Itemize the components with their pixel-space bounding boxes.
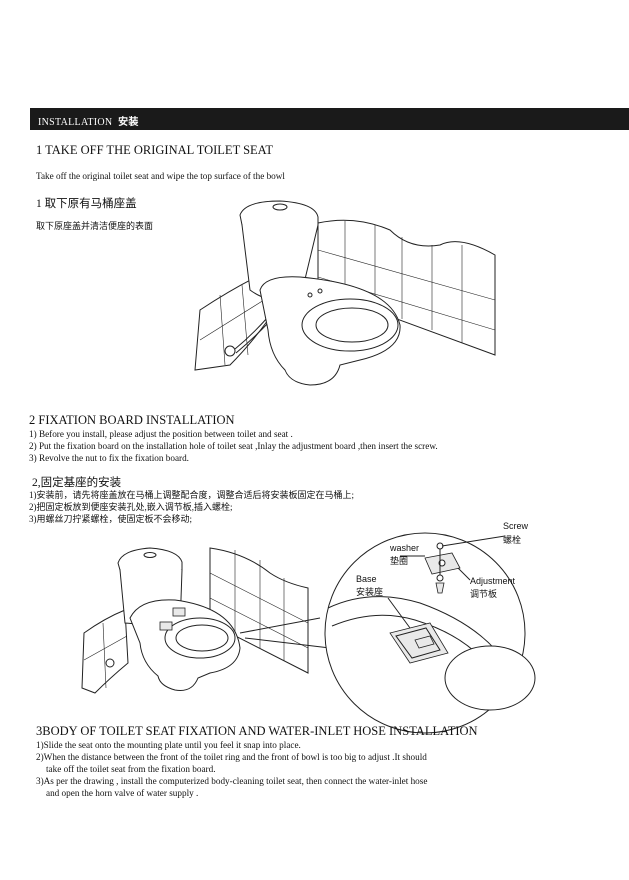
toilet-removal-illustration bbox=[194, 200, 496, 386]
section2-step-3-cn: 3)用螺丝刀拧紧螺栓，使固定板不会移动; bbox=[29, 514, 192, 524]
label-adjustment-en: Adjustment bbox=[470, 576, 516, 586]
section1-text-en: Take off the original toilet seat and wi… bbox=[36, 171, 285, 181]
label-adjustment-cn: 调节板 bbox=[470, 589, 498, 599]
section3-step-1-en: 1)Slide the seat onto the mounting plate… bbox=[36, 740, 301, 750]
section3-step-3-en: 3)As per the drawing , install the compu… bbox=[36, 776, 428, 786]
label-screw-cn: 螺栓 bbox=[503, 535, 522, 545]
header-title-en: INSTALLATION bbox=[38, 117, 113, 128]
section2-step-1-cn: 1)安装前，请先将座盖放在马桶上调整配合度，调整合适后将安装板固定在马桶上; bbox=[29, 490, 354, 500]
section2-heading-cn: 2,固定基座的安装 bbox=[32, 477, 122, 489]
section3-step-2-cont-en: take off the toilet seat from the fixati… bbox=[46, 764, 216, 774]
label-base-cn: 安装座 bbox=[356, 587, 384, 597]
section1-heading-cn: 1 取下原有马桶座盖 bbox=[36, 198, 137, 210]
header-title-cn: 安装 bbox=[118, 117, 139, 128]
label-base-en: Base bbox=[356, 574, 377, 584]
section-header-bar bbox=[30, 108, 629, 130]
label-screw-en: Screw bbox=[503, 521, 529, 531]
section2-step-2-cn: 2)把固定板放到便座安装孔处,嵌入调节板,插入螺栓; bbox=[29, 502, 233, 512]
section3-step-3-cont-en: and open the horn valve of water supply … bbox=[46, 788, 199, 798]
label-washer-cn: 垫圈 bbox=[390, 556, 409, 566]
section1-heading-en: 1 TAKE OFF THE ORIGINAL TOILET SEAT bbox=[36, 143, 273, 157]
section-header-title: INSTALLATION 安装 bbox=[38, 113, 139, 128]
section2-step-1-en: 1) Before you install, please adjust the… bbox=[29, 429, 293, 439]
section2-step-2-en: 2) Put the fixation board on the install… bbox=[29, 441, 438, 451]
section2-step-3-en: 3) Revolve the nut to fix the fixation b… bbox=[29, 453, 189, 463]
section2-heading-en: 2 FIXATION BOARD INSTALLATION bbox=[29, 413, 235, 427]
fixation-board-illustration bbox=[81, 532, 536, 734]
label-washer-en: washer bbox=[390, 543, 420, 553]
section1-text-cn: 取下原座盖并清洁便座的表面 bbox=[36, 221, 154, 231]
section3-heading-en: 3BODY OF TOILET SEAT FIXATION AND WATER-… bbox=[36, 724, 478, 738]
section3-step-2-en: 2)When the distance between the front of… bbox=[36, 752, 427, 762]
